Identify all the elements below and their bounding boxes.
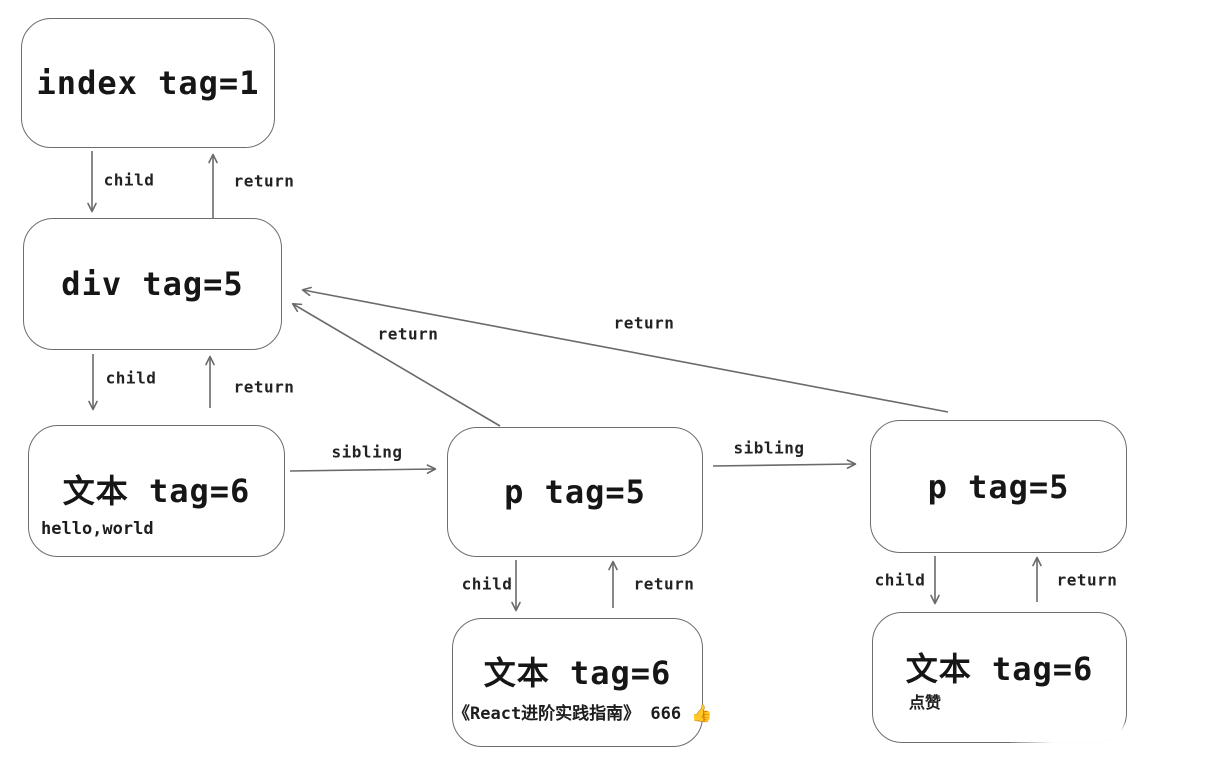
edge-label-return: return <box>633 574 695 594</box>
node-p-first: p tag=5 <box>447 427 703 557</box>
edge-p1-div-return <box>291 302 501 427</box>
node-text-react-subtitle: 《React进阶实践指南》 666 👍 <box>453 704 713 724</box>
node-p-second-title: p tag=5 <box>927 467 1070 506</box>
edge-label-return: return <box>1056 570 1118 590</box>
edge-label-return: return <box>233 171 295 191</box>
node-text-like-subtitle: 点赞 <box>909 693 942 712</box>
edge-label-return: return <box>377 324 439 344</box>
edge-label-child: child <box>105 368 157 388</box>
node-text-like: 文本 tag=6 点赞 <box>872 612 1127 743</box>
node-text-like-title: 文本 tag=6 <box>905 650 1094 688</box>
edge-label-sibling: sibling <box>733 438 805 458</box>
node-text-react: 文本 tag=6 《React进阶实践指南》 666 👍 <box>452 618 713 747</box>
node-div-title: div tag=5 <box>61 265 244 303</box>
node-index: index tag=1 <box>21 18 275 148</box>
node-div: div tag=5 <box>23 218 282 350</box>
edge-label-return: return <box>233 377 295 397</box>
node-index-title: index tag=1 <box>36 64 260 102</box>
edge-p2-div-return <box>301 286 949 413</box>
edge-label-child: child <box>461 574 513 594</box>
edge-label-child: child <box>103 170 155 190</box>
node-p-first-title: p tag=5 <box>504 473 646 511</box>
node-p-second: p tag=5 <box>870 420 1127 553</box>
node-text-hello: 文本 tag=6 hello,world <box>28 425 285 557</box>
edge-text-p1-sibling <box>289 464 437 474</box>
node-text-react-title: 文本 tag=6 <box>483 654 672 692</box>
node-text-hello-title: 文本 tag=6 <box>62 472 251 510</box>
node-text-hello-subtitle: hello,world <box>41 519 154 539</box>
edge-label-return: return <box>613 313 675 333</box>
edge-p1-p2-sibling <box>712 459 857 469</box>
edge-label-child: child <box>874 570 926 590</box>
edge-label-sibling: sibling <box>331 442 403 462</box>
